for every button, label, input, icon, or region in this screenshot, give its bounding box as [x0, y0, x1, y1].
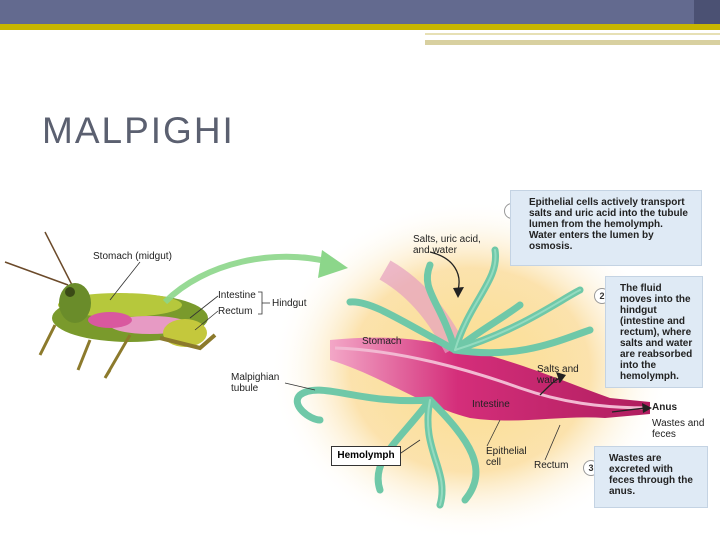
slide-title: MALPIGHI	[42, 110, 235, 151]
zoom-arrow	[162, 253, 331, 305]
label-intestine-inner: Intestine	[472, 399, 510, 410]
label-intestine: Intestine	[218, 290, 256, 301]
step-1-text: Epithelial cells actively transport salt…	[529, 197, 688, 252]
label-epithelial-cell: Epithelial cell	[486, 446, 527, 468]
top-banner	[0, 0, 720, 24]
gold-divider-secondary	[425, 40, 720, 45]
gold-divider	[0, 24, 720, 30]
zoom-arrow-head	[318, 250, 348, 278]
label-rectum: Rectum	[218, 306, 253, 317]
label-anus: Anus	[652, 402, 677, 413]
step-3-text: Wastes are excreted with feces through t…	[609, 453, 693, 497]
inflow-arrow	[429, 251, 460, 291]
label-rectum-inner: Rectum	[534, 460, 569, 471]
label-stomach-midgut: Stomach (midgut)	[93, 251, 172, 262]
label-salts-uric-acid-water: Salts, uric acid, and water	[413, 234, 481, 256]
label-salts-and-water: Salts and water	[537, 364, 579, 386]
step-2-text: The fluid moves into the hindgut (intest…	[620, 283, 693, 382]
label-malpighian-tubule: Malpighian tubule	[231, 372, 280, 394]
label-hemolymph: Hemolymph	[331, 446, 401, 466]
anus-arrow	[611, 407, 646, 413]
top-banner-accent	[694, 0, 720, 24]
step-2-box: The fluid moves into the hindgut (intest…	[605, 276, 703, 388]
label-wastes-and-feces: Wastes and feces	[652, 418, 705, 440]
label-stomach: Stomach	[362, 336, 402, 347]
step-1-box: Epithelial cells actively transport salt…	[510, 190, 702, 266]
label-hindgut: Hindgut	[272, 298, 307, 309]
grasshopper-illustration	[4, 231, 217, 379]
step-3-box: Wastes are excreted with feces through t…	[594, 446, 708, 508]
gold-divider-thin	[425, 33, 720, 35]
